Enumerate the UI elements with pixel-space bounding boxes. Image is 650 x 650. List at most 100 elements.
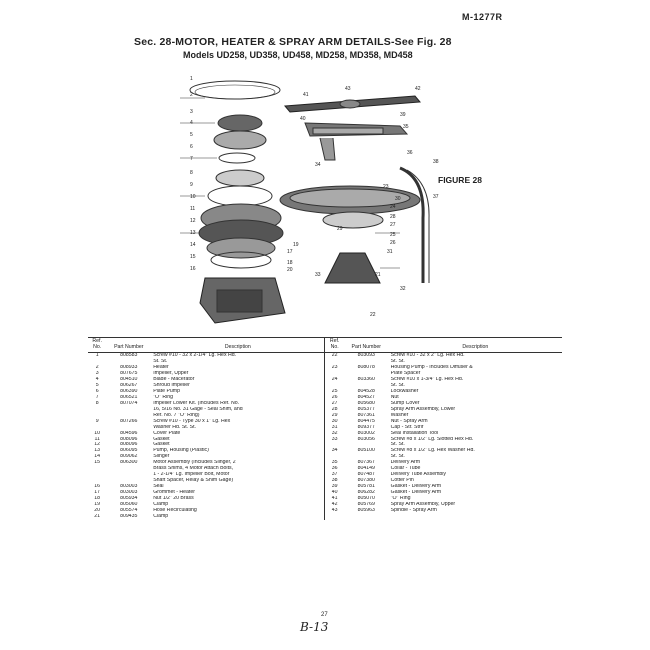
description-cell: Seal — [151, 484, 326, 491]
ref-no-cell: 8 — [95, 400, 99, 406]
macerator-blade — [218, 152, 256, 164]
diagram-label: 4 — [190, 120, 193, 126]
diagram-label: 20 — [287, 267, 293, 273]
description-cell: Heater — [151, 364, 326, 371]
description-cell: Nut - Spray Arm — [390, 418, 428, 424]
ref-no-cell: 29 — [331, 412, 338, 418]
description-cell: Hose Recirculating — [151, 508, 326, 515]
description-cell: Screw #8 x 1/2" Lg. Hex Washer Hd. — [390, 448, 475, 454]
part-number-cell: 805934 — [120, 496, 138, 502]
ref-no-cell: 11 — [94, 436, 100, 442]
description-cell: Delivery Tube Assembly — [390, 472, 447, 478]
part-number-cell: 805377 — [357, 406, 375, 412]
diagram-label: 9 — [190, 182, 193, 188]
diagram-label: 37 — [433, 194, 439, 200]
part-number-cell — [344, 514, 389, 520]
description-cell: Blade - Macerator — [151, 376, 326, 383]
description-cell: Screw #8 x 1/2" Lg. Slotted Hex Hd. — [390, 436, 474, 442]
description-cell: Motor Assembly (Includes Slinger, 2 — [151, 460, 326, 467]
description-cell: Shaft Spacer, Relay & Shim Gage) — [151, 478, 326, 485]
diagram-label: 8 — [190, 170, 193, 176]
part-number-cell: 806390 — [120, 388, 138, 394]
diagram-label: 29 — [337, 226, 343, 232]
part-number-cell: 807074 — [120, 400, 138, 406]
description-cell: Gasket — [151, 442, 326, 449]
description-cell: Brass Shims, 4 Motor Attach Bolts, — [151, 466, 326, 473]
part-number-cell: 806300 — [120, 460, 138, 466]
description-cell: Delivery Arm — [390, 460, 421, 466]
models-subtitle: Models UD258, UD358, UD458, MD258, MD358… — [183, 50, 413, 60]
diagram-label: 31 — [387, 249, 393, 255]
ref-no-cell: 26 — [331, 394, 338, 400]
description-cell: 1 - 2-1/4" Lg. Impeller Bolt, Motor — [151, 472, 326, 479]
diagram-label: 16 — [190, 266, 196, 272]
ref-no-cell: 30 — [331, 418, 338, 424]
table-row: 8 807074 Impeller Lower Kit. (Includes Ref… — [88, 400, 562, 407]
parts-table: Ref. No. Part Number Description Ref. No… — [88, 337, 562, 521]
description-cell: Impeller Lower Kit. (Includes Ref. No. — [151, 400, 326, 407]
table-row: St. St.St. St. — [88, 358, 562, 365]
section-code: B-13 — [300, 620, 329, 634]
diagram-label: 39 — [400, 112, 406, 118]
ref-no-cell: 3 — [95, 370, 99, 376]
ref-no-cell: 37 — [331, 472, 338, 478]
part-number-cell: 806282 — [357, 490, 375, 496]
description-cell: Nut — [390, 394, 399, 400]
ref-no-cell: 32 — [331, 430, 338, 436]
ref-no-cell: 16 — [94, 484, 101, 490]
ref-no-cell: 13 — [94, 448, 101, 454]
description-cell: Cotter Pin — [390, 478, 414, 484]
description-cell: Collar - Tube — [390, 466, 421, 472]
ref-no-cell: 17 — [94, 490, 101, 496]
description-cell: Slinger — [151, 454, 326, 461]
description-cell: Ref. No. 7 "O" Ring) — [151, 412, 326, 419]
description-cell — [389, 514, 562, 520]
ref-no-cell: 42 — [331, 502, 338, 508]
ref-no-cell: 41 — [331, 496, 338, 502]
diagram-label: 42 — [415, 86, 421, 92]
diagram-label: 18 — [287, 260, 293, 266]
diagram-label: 25 — [390, 232, 396, 238]
part-number-cell: 808096 — [120, 436, 138, 442]
part-number-cell: 809062 — [120, 454, 138, 460]
figure-label: FIGURE 28 — [438, 175, 482, 185]
part-number-cell: 804510 — [120, 376, 138, 382]
part-number-cell: 803360 — [357, 376, 375, 382]
ref-no-cell: 25 — [331, 388, 338, 394]
part-number-cell: 803003 — [120, 490, 138, 496]
part-number-cell: 808933 — [120, 364, 138, 370]
ref-no-cell: 36 — [331, 466, 338, 472]
part-number-cell: 806095 — [120, 448, 138, 454]
description-cell: Grommet - Heater — [151, 490, 326, 497]
ref-no-cell: 10 — [94, 430, 101, 436]
diagram-label: 6 — [190, 144, 193, 150]
diagram-label: 38 — [433, 159, 439, 165]
diagram-label: 19 — [293, 242, 299, 248]
part-number-cell: 807367 — [357, 460, 375, 466]
description-cell: Seal Installation Tool — [390, 430, 439, 436]
part-number-cell: 805060 — [120, 502, 138, 508]
diagram-label: 23 — [383, 184, 389, 190]
diagram-label: 34 — [315, 162, 321, 168]
description-cell: Pump, Housing (Plastic) — [151, 448, 326, 455]
diagram-label: 41 — [303, 92, 309, 98]
part-number-cell: 805963 — [357, 508, 375, 514]
ref-no-cell: 38 — [331, 478, 338, 484]
diagram-label: 33 — [315, 272, 321, 278]
part-number-cell: 805769 — [357, 502, 375, 508]
ref-no-cell: 7 — [95, 394, 99, 400]
ref-no-cell: 20 — [94, 508, 101, 514]
ref-no-cell: 21 — [94, 514, 101, 520]
